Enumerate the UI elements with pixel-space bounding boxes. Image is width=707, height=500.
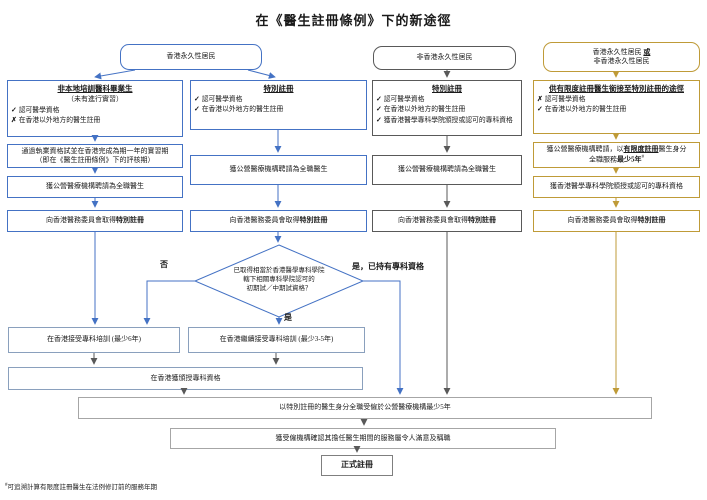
node-non-hk-permanent-resident: 非香港永久性居民 (373, 46, 516, 70)
footnote: #可追溯計算有限度註冊醫生在法例修訂前的服務年期 (5, 482, 157, 491)
node-col3-fulltime-employment: 獲公營醫療機構聘請為全職醫生 (372, 155, 522, 185)
node-employed-special-registration-5y: 以特別註冊的醫生身分全職受僱於公營醫療機構最少5年 (78, 397, 652, 419)
node-col2-fulltime-employment: 獲公營醫療機構聘請為全職醫生 (190, 155, 367, 185)
node-col4-header-limited-registration-pathway: 供有限度註冊醫生銜接至特別註冊的途徑 ✗認可醫學資格 ✓在香港以外地方的醫生註冊 (533, 80, 700, 134)
node-awarded-specialist-qualification: 在香港獲頒授專科資格 (8, 367, 363, 390)
label-yes-specialist: 是，已持有專科資格 (352, 262, 424, 271)
node-employer-confirmation: 獲受僱機構確認其擔任醫生期間的服務屬令人滿意及稱職 (170, 428, 556, 449)
label-yes: 是 (284, 313, 292, 322)
node-formal-registration: 正式註冊 (321, 455, 393, 476)
node-col4-academy-qualification: 獲香港醫學專科學院頒授或認可的專科資格 (533, 176, 700, 198)
node-col1-fulltime-employment: 獲公營醫療機構聘請為全職醫生 (7, 176, 183, 198)
node-continue-specialist-training-3-5y: 在香港繼續接受專科培訓 (最少3-5年) (188, 327, 365, 353)
node-col3-header-special-registration: 特別註冊 ✓認可醫學資格 ✓在香港以外地方的醫生註冊 ✓獲香港醫學專科學院頒授或… (372, 80, 522, 136)
node-hk-or-non-hk-resident: 香港永久性居民 或 非香港永久性居民 (543, 42, 700, 72)
node-hk-permanent-resident: 香港永久性居民 (120, 44, 262, 70)
node-specialist-training-6y: 在香港接受專科培訓 (最少6年) (8, 327, 180, 353)
node-licensing-exam-internship: 通過執業資格試並在香港完成為期一年的實習期 （即在《醫生註冊條例》下的評核期） (7, 144, 183, 168)
label-no: 否 (160, 260, 168, 269)
decision-question: 已取得相當於香港醫學專科學院 轄下相關專科學院認可的 初期試／中期試資格？ (233, 267, 325, 292)
node-col1-header-nonlocal-graduates: 非本地培訓醫科畢業生 （未有進行實習） ✓認可醫學資格 ✗在香港以外地方的醫生註… (7, 80, 183, 137)
page-title: 在《醫生註冊條例》下的新途徑 (255, 13, 452, 28)
node-col3-obtain-special-registration: 向香港醫務委員會取得特別註冊 (372, 210, 522, 232)
node-col1-obtain-special-registration: 向香港醫務委員會取得特別註冊 (7, 210, 183, 232)
node-col4-obtain-special-registration: 向香港醫務委員會取得特別註冊 (533, 210, 700, 232)
node-col2-obtain-special-registration: 向香港醫務委員會取得特別註冊 (190, 210, 367, 232)
node-limited-reg-5year-service: 獲公營醫療機構聘請，以有限度註冊醫生身分 全職服務最少5年# (533, 142, 700, 168)
node-col2-header-special-registration: 特別註冊 ✓認可醫學資格 ✓在香港以外地方的醫生註冊 (190, 80, 367, 130)
